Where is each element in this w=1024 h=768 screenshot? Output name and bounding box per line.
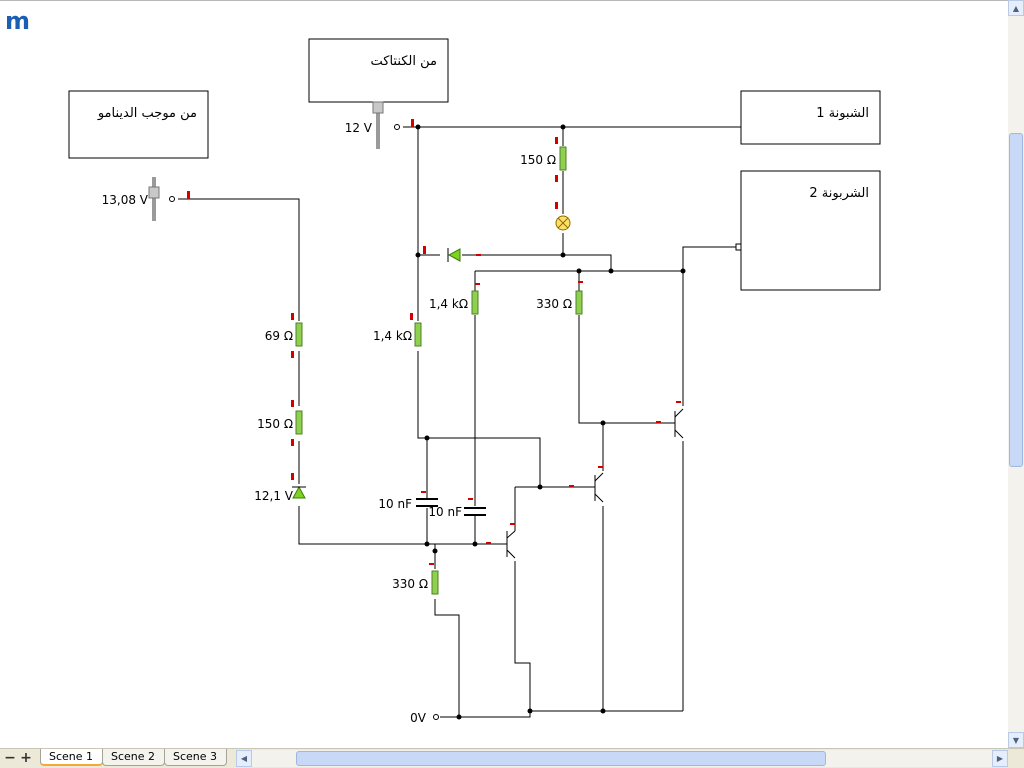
r69-label: 69 Ω [265, 329, 293, 343]
junctions [415, 124, 686, 720]
app-logo: m [5, 7, 30, 35]
lamp[interactable] [555, 202, 571, 231]
r1k4b-label: 1,4 kΩ [373, 329, 412, 343]
box-dynamo[interactable]: من موجب الدينامو [68, 90, 209, 159]
vertical-scrollbar[interactable]: ▲ ▼ [1008, 0, 1024, 748]
transistor-t3[interactable] [660, 408, 684, 439]
box-bulb2[interactable]: الشربونة 2 [735, 170, 881, 291]
tab-scene-2[interactable]: Scene 2 [102, 749, 165, 766]
capacitor-10nf-a[interactable]: 10 nF [378, 497, 438, 511]
dynamo-voltage-label: 13,08 V [102, 193, 149, 207]
resistor-330-top[interactable]: 330 Ω [536, 290, 583, 315]
capacitor-10nf-b[interactable]: 10 nF [428, 505, 486, 519]
slider-contact[interactable]: 12 V [345, 101, 414, 149]
box-contact-label: من الكنتاكت [370, 54, 437, 69]
transistor-t2[interactable] [580, 472, 604, 503]
ground-label: 0V [410, 711, 427, 725]
transistor-t1[interactable] [500, 530, 516, 559]
vertical-scroll-thumb[interactable] [1009, 133, 1023, 467]
cap-b-label: 10 nF [428, 505, 462, 519]
box-dynamo-label: من موجب الدينامو [97, 106, 197, 121]
horizontal-scroll-thumb[interactable] [296, 751, 826, 766]
port-markers [421, 254, 681, 565]
add-scene-button[interactable]: + [20, 750, 32, 766]
circuit-diagram: من موجب الدينامو من الكنتاكت الشبونة 1 ا… [68, 38, 881, 725]
horizontal-scrollbar[interactable]: ◀ ▶ [236, 750, 1008, 767]
diode[interactable] [423, 246, 461, 262]
resistor-69[interactable]: 69 Ω [265, 313, 303, 358]
wire-330b-bottom [434, 599, 460, 717]
box-contact[interactable]: من الكنتاكت [308, 38, 449, 103]
resistor-150-top[interactable]: 150 Ω [520, 137, 567, 182]
r330-top-label: 330 Ω [536, 297, 572, 311]
wire-t1-emitter [514, 561, 531, 711]
wire-dynamo [178, 198, 300, 321]
r1k4a-label: 1,4 kΩ [429, 297, 468, 311]
scroll-down-icon[interactable]: ▼ [1008, 732, 1024, 748]
remove-scene-button[interactable]: − [4, 750, 16, 766]
r330-bottom-label: 330 Ω [392, 577, 428, 591]
schematic-canvas[interactable]: m [0, 0, 1008, 748]
resistor-330-bottom[interactable]: 330 Ω [392, 570, 439, 595]
zener-diode[interactable]: 12,1 V [254, 473, 306, 503]
bottom-bar: − + Scene 1 Scene 2 Scene 3 ◀ ▶ [0, 748, 1024, 768]
wires [178, 126, 741, 718]
scroll-up-icon[interactable]: ▲ [1008, 0, 1024, 16]
resistor-1k4-b[interactable]: 1,4 kΩ [373, 313, 422, 347]
wire-330-base [578, 315, 660, 424]
scroll-left-icon[interactable]: ◀ [236, 750, 252, 767]
box-bulb2-label: الشربونة 2 [809, 186, 869, 201]
resistor-1k4-a[interactable]: 1,4 kΩ [429, 290, 479, 315]
r150-left-label: 150 Ω [257, 417, 293, 431]
wire-to-bulb2 [682, 246, 741, 271]
wire-diode-right [462, 254, 612, 271]
resistor-150-left[interactable]: 150 Ω [257, 400, 303, 446]
r150-top-label: 150 Ω [520, 153, 556, 167]
wire-1k4b-down [417, 351, 541, 487]
wire-zener-bottom [298, 506, 500, 545]
box-bulb1-label: الشبونة 1 [816, 106, 869, 121]
tab-scene-1[interactable]: Scene 1 [40, 749, 103, 766]
box-bulb1[interactable]: الشبونة 1 [740, 90, 881, 145]
scroll-right-icon[interactable]: ▶ [992, 750, 1008, 767]
contact-voltage-label: 12 V [345, 121, 373, 135]
ground-terminal[interactable]: 0V [410, 711, 439, 725]
zener-label: 12,1 V [254, 489, 294, 503]
wire-ground [440, 710, 683, 718]
tab-scene-3[interactable]: Scene 3 [164, 749, 227, 766]
slider-dynamo[interactable]: 13,08 V [102, 177, 190, 221]
cap-a-label: 10 nF [378, 497, 412, 511]
